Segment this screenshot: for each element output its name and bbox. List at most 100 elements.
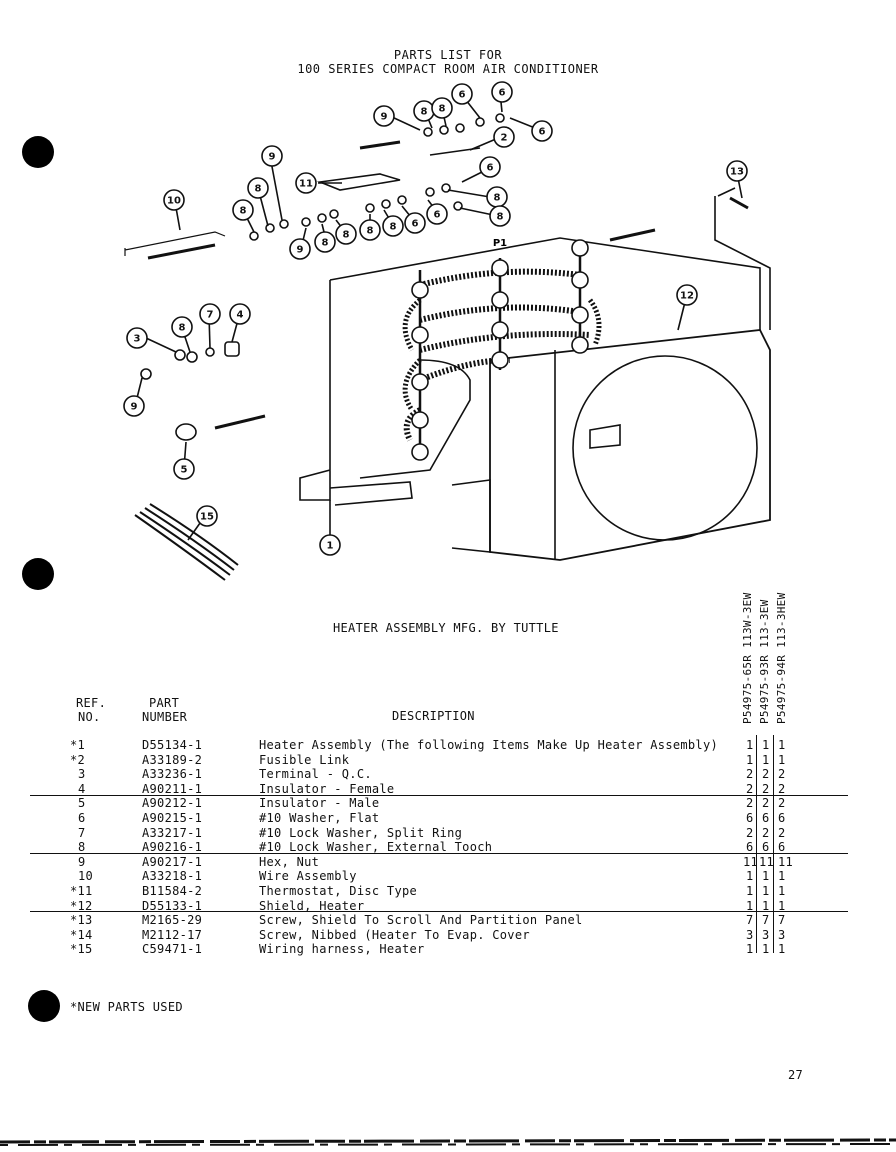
callout-number: 10 bbox=[167, 196, 181, 207]
row-description: Insulator - Male bbox=[259, 796, 380, 811]
callout-number: 8 bbox=[255, 184, 262, 195]
callout-number: 13 bbox=[730, 167, 744, 178]
page-number: 27 bbox=[788, 1068, 804, 1082]
callout-number: 3 bbox=[134, 334, 141, 345]
callout-number: 6 bbox=[412, 219, 419, 230]
row-description: Insulator - Female bbox=[259, 781, 395, 796]
row-description: Shield, Heater bbox=[259, 898, 365, 913]
row-ref: 8 bbox=[78, 840, 86, 855]
callout-number: 5 bbox=[181, 465, 188, 476]
row-separator bbox=[30, 853, 848, 854]
callout-number: 8 bbox=[343, 230, 350, 241]
callout-number: 9 bbox=[269, 152, 276, 163]
callout-number: 8 bbox=[240, 206, 247, 217]
callout-number: 8 bbox=[179, 323, 186, 334]
row-part-number: A90216-1 bbox=[142, 840, 203, 855]
callout-number: 9 bbox=[381, 112, 388, 123]
callout-number: 2 bbox=[501, 133, 508, 144]
row-part-number: D55134-1 bbox=[142, 738, 203, 752]
row-part-number: M2112-17 bbox=[142, 927, 203, 942]
row-ref: 5 bbox=[78, 796, 86, 811]
row-qty-model-2: 1 bbox=[762, 752, 770, 767]
row-qty-model-3: 1 bbox=[778, 884, 786, 898]
row-description: Heater Assembly (The following Items Mak… bbox=[259, 738, 719, 752]
row-part-number: A90211-1 bbox=[142, 781, 203, 796]
row-qty-model-1: 1 bbox=[746, 752, 754, 767]
row-qty-model-3: 11 bbox=[778, 854, 794, 869]
row-qty-model-3: 1 bbox=[778, 898, 786, 913]
binder-hole-middle bbox=[22, 558, 54, 590]
row-ref: 3 bbox=[78, 767, 86, 782]
row-part-number: A33236-1 bbox=[142, 767, 203, 782]
row-ref: *2 bbox=[70, 752, 86, 767]
row-part-number: A33217-1 bbox=[142, 825, 203, 840]
row-qty-model-3: 2 bbox=[778, 825, 786, 840]
callout-number: 6 bbox=[539, 127, 546, 138]
scan-edge bbox=[0, 1138, 896, 1146]
callout-number: 7 bbox=[207, 310, 214, 321]
row-ref: 9 bbox=[78, 854, 86, 869]
row-qty-model-1: 11 bbox=[743, 854, 759, 869]
row-qty-model-3: 3 bbox=[778, 927, 786, 942]
row-qty-model-1: 2 bbox=[746, 781, 754, 796]
row-qty-model-2: 3 bbox=[762, 927, 770, 942]
row-qty-model-3: 2 bbox=[778, 796, 786, 811]
row-description: #10 Washer, Flat bbox=[259, 811, 380, 825]
callout-number: 6 bbox=[499, 88, 506, 99]
row-qty-model-3: 1 bbox=[778, 942, 786, 957]
row-qty-model-1: 1 bbox=[746, 898, 754, 913]
header-ref-line2: NO. bbox=[78, 710, 101, 724]
row-description: Terminal - Q.C. bbox=[259, 767, 372, 782]
callout-number: 12 bbox=[680, 291, 694, 302]
row-part-number: M2165-29 bbox=[142, 913, 203, 928]
model-header-1: P54975-65R 113W-3EW bbox=[741, 592, 754, 724]
callout-number: 15 bbox=[200, 512, 214, 523]
row-qty-model-1: 1 bbox=[746, 942, 754, 957]
row-qty-model-1: 1 bbox=[746, 884, 754, 898]
row-separator bbox=[30, 911, 848, 912]
row-description: Thermostat, Disc Type bbox=[259, 884, 418, 898]
row-qty-model-2: 7 bbox=[762, 913, 770, 928]
row-qty-model-2: 6 bbox=[762, 811, 770, 825]
row-ref: *14 bbox=[70, 927, 93, 942]
row-part-number: B11584-2 bbox=[142, 884, 203, 898]
row-description: #10 Lock Washer, External Tooch bbox=[259, 840, 493, 855]
binder-hole-top bbox=[22, 136, 54, 168]
row-ref: 4 bbox=[78, 781, 86, 796]
row-ref: 7 bbox=[78, 825, 86, 840]
page-title: PARTS LIST FOR 100 SERIES COMPACT ROOM A… bbox=[0, 48, 896, 76]
callout-number: 6 bbox=[459, 90, 466, 101]
rail-label: P1 bbox=[493, 238, 507, 249]
row-ref: *11 bbox=[70, 884, 93, 898]
row-qty-model-3: 1 bbox=[778, 869, 786, 884]
callout-number: 1 bbox=[327, 541, 334, 552]
row-description: Fusible Link bbox=[259, 752, 350, 767]
title-line-2: 100 SERIES COMPACT ROOM AIR CONDITIONER bbox=[297, 62, 599, 76]
row-qty-model-2: 2 bbox=[762, 796, 770, 811]
row-description: Hex, Nut bbox=[259, 854, 320, 869]
row-qty-model-1: 6 bbox=[746, 840, 754, 855]
model-header-2: P54975-93R 113-3EW bbox=[758, 599, 771, 724]
header-ref-line1: REF. bbox=[76, 696, 107, 710]
section-caption: HEATER ASSEMBLY MFG. BY TUTTLE bbox=[333, 621, 559, 635]
row-qty-model-3: 2 bbox=[778, 767, 786, 782]
row-description: Screw, Shield To Scroll And Partition Pa… bbox=[259, 913, 583, 928]
row-qty-model-1: 7 bbox=[746, 913, 754, 928]
row-ref: 10 bbox=[78, 869, 94, 884]
header-part-line1: PART bbox=[149, 696, 180, 710]
row-ref: *12 bbox=[70, 898, 93, 913]
title-line-1: PARTS LIST FOR bbox=[393, 48, 503, 62]
header-description: DESCRIPTION bbox=[392, 709, 475, 723]
row-qty-model-2: 1 bbox=[762, 898, 770, 913]
callout-number: 9 bbox=[297, 245, 304, 256]
row-part-number: A33218-1 bbox=[142, 869, 203, 884]
row-qty-model-1: 1 bbox=[746, 869, 754, 884]
row-qty-model-3: 2 bbox=[778, 781, 786, 796]
row-qty-model-1: 3 bbox=[746, 927, 754, 942]
row-qty-model-2: 1 bbox=[762, 884, 770, 898]
callout-number: 8 bbox=[390, 222, 397, 233]
row-qty-model-2: 11 bbox=[759, 854, 775, 869]
callout-number: 8 bbox=[322, 238, 329, 249]
row-qty-model-2: 2 bbox=[762, 825, 770, 840]
callout-number: 11 bbox=[299, 179, 313, 190]
